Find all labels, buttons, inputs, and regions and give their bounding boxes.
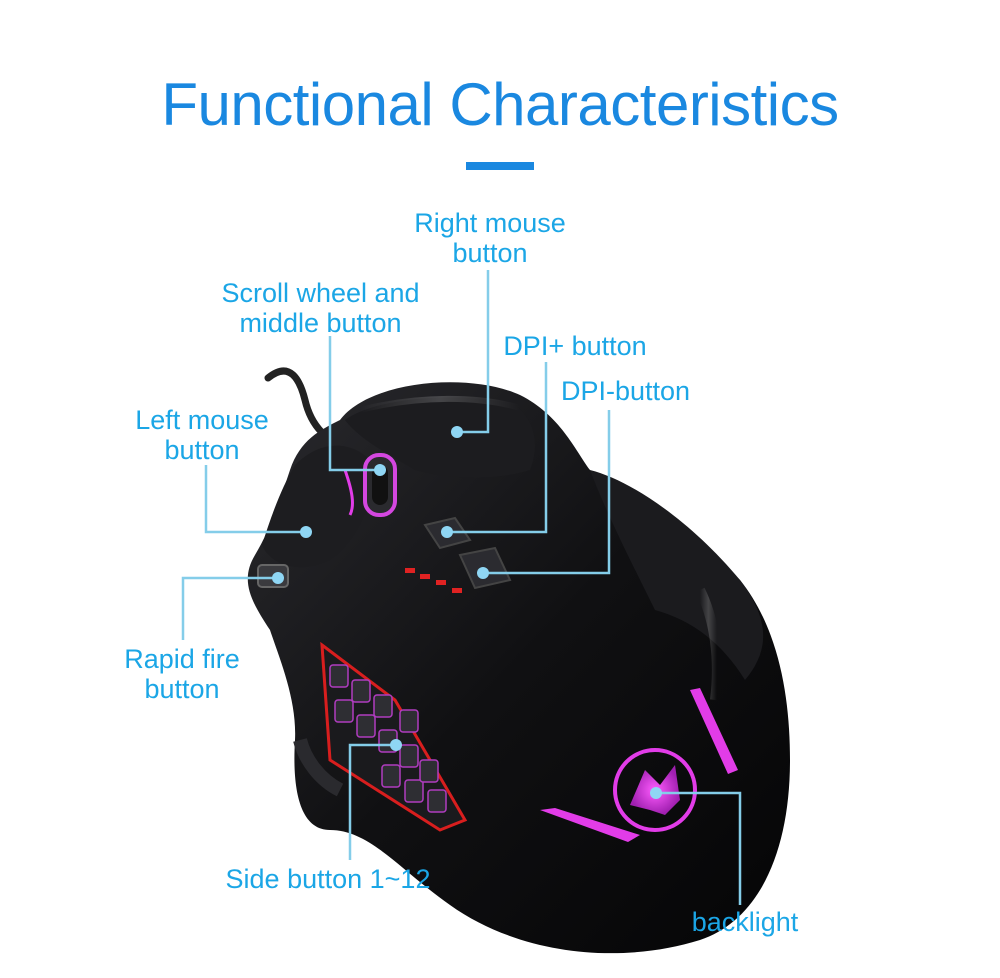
right-mouse-button-label-line2: button: [452, 238, 528, 268]
backlight-label: backlight: [691, 907, 799, 937]
scroll-wheel-label-line2: middle button: [239, 308, 402, 338]
leader-lines: [181, 270, 742, 905]
rapid-fire-label-line1: Rapid fire: [124, 644, 240, 674]
title-underline: [466, 162, 534, 170]
scroll-wheel-label-line1: Scroll wheel and: [221, 278, 420, 308]
right-mouse-button-label-line1: Right mouse: [414, 208, 566, 238]
left-mouse-button-shape: [262, 445, 373, 568]
rapid-fire-label: Rapid fire button: [112, 644, 252, 704]
side-buttons-label: Side button 1~12: [225, 864, 431, 894]
left-mouse-button-label-line2: button: [164, 435, 240, 465]
left-mouse-button-label-line1: Left mouse: [135, 405, 269, 435]
leader-dots: [272, 426, 662, 799]
dpi-minus-label: DPI-button: [560, 376, 691, 406]
right-mouse-button-label: Right mouse button: [390, 208, 590, 268]
backlight-strip-bottom: [540, 808, 640, 842]
page-title: Functional Characteristics: [161, 71, 839, 138]
scroll-wheel-label: Scroll wheel and middle button: [198, 278, 443, 338]
left-mouse-button-label: Left mouse button: [122, 405, 282, 465]
dpi-plus-label: DPI+ button: [503, 331, 647, 361]
backlight-strip-right: [690, 688, 738, 774]
rapid-fire-label-line2: button: [144, 674, 220, 704]
